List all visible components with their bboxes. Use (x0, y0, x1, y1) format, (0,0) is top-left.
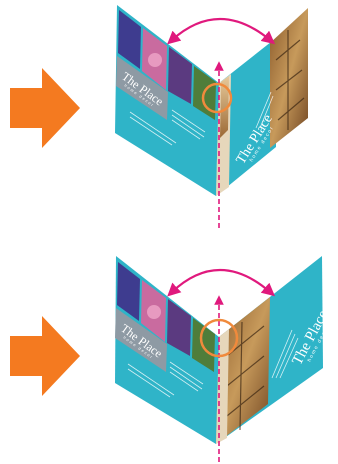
double-headed-arc-arrow-icon (172, 270, 270, 292)
brochure-left-panel: The Place home decor (115, 256, 219, 444)
double-headed-arc-arrow-icon (172, 19, 270, 40)
right-arrow-icon (10, 316, 80, 396)
brochure-top: The Place home decor The Pla (115, 5, 308, 228)
brochure-bottom: The Place home decor (115, 256, 332, 462)
photo-chairs (270, 8, 308, 148)
arrow-top (10, 68, 80, 148)
right-arrow-icon (10, 68, 80, 148)
arrow-bottom (10, 316, 80, 396)
